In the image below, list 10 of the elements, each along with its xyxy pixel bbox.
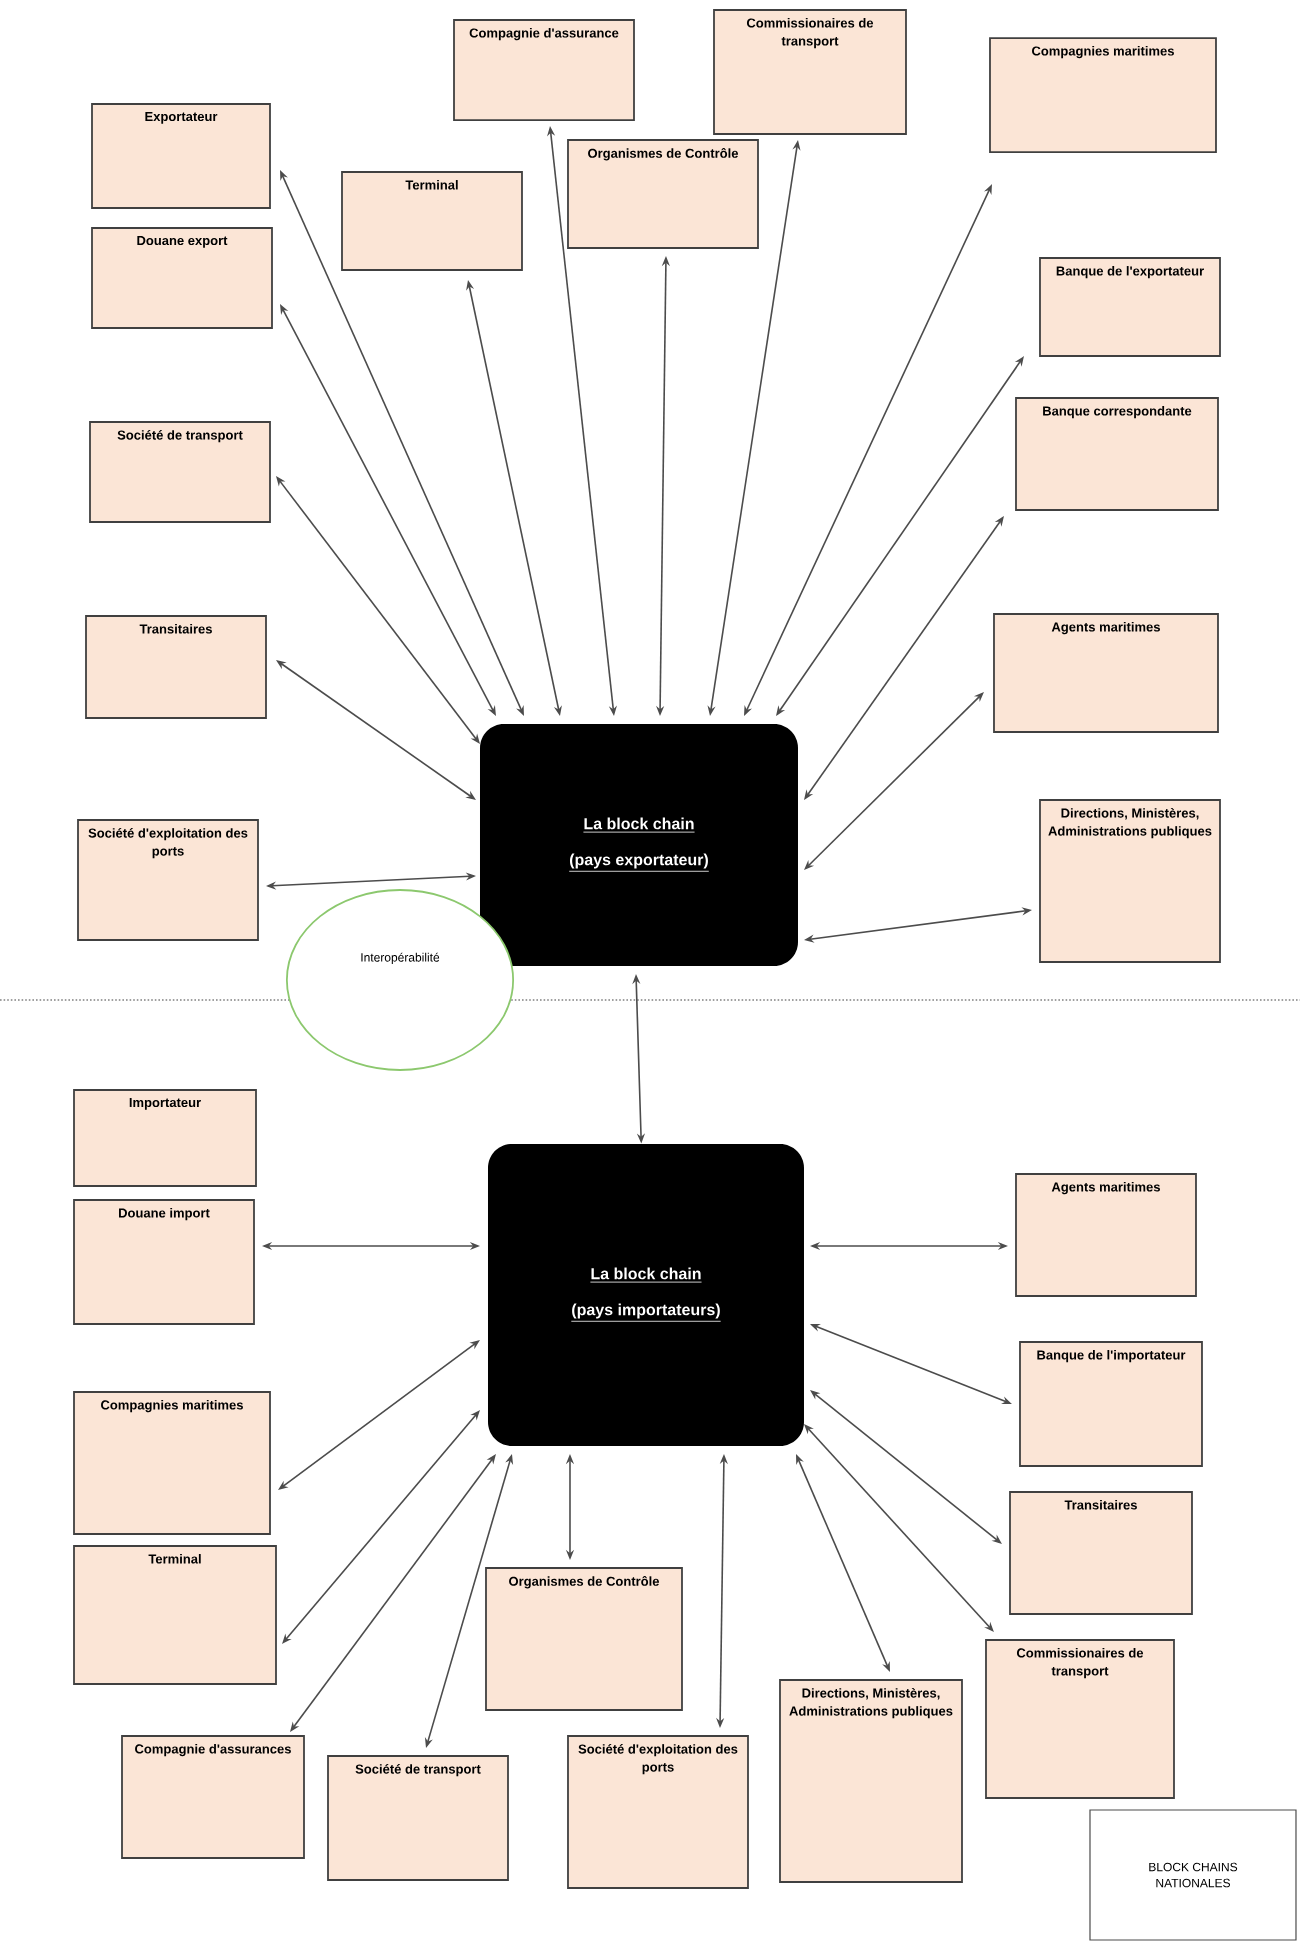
arrow — [810, 1390, 1002, 1544]
arrow — [276, 660, 476, 800]
arrow — [804, 692, 984, 870]
arrow — [290, 1454, 496, 1732]
arrow — [804, 1424, 994, 1632]
blockchain-box: La block chain (pays exportateur) — [480, 724, 798, 966]
blockchain-box: La block chain (pays importateurs) — [488, 1144, 804, 1446]
arrow — [276, 476, 480, 744]
arrow — [278, 1340, 480, 1490]
arrow — [282, 1410, 480, 1644]
